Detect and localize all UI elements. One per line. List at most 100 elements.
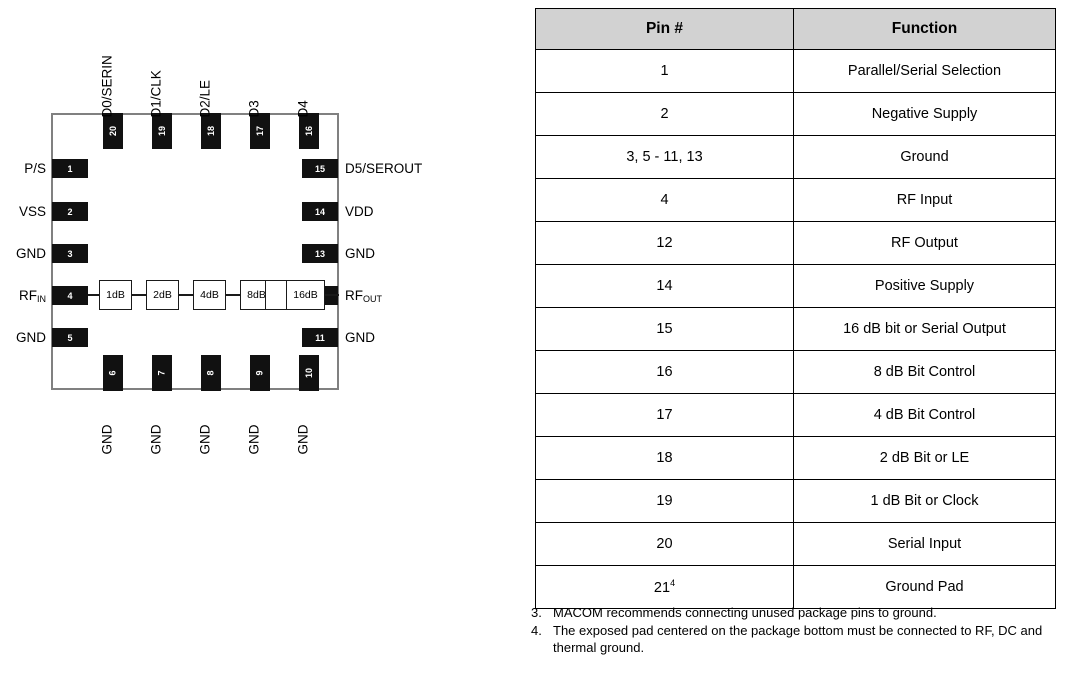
cell-pin: 4 [535,178,794,222]
cell-pin: 12 [535,221,794,265]
pin-3: 3 [52,244,88,263]
pin-9-number: 9 [254,370,265,376]
pin-11: 11 [302,328,338,347]
atten-wire-out [325,294,339,296]
footnote-4-number: 4. [531,622,542,638]
pin-17-number: 17 [254,125,265,137]
footnote-marker: 4 [670,578,676,589]
pin-10-label: GND [295,424,311,455]
pin-12-label-subscript: OUT [363,294,382,304]
table-row: 18 2 dB Bit or LE [535,436,1056,480]
chip-body-outline [51,113,339,390]
pin-19-number: 19 [156,125,167,137]
pin-function-table-container: Pin # Function 1 Parallel/Serial Selecti… [535,8,1056,609]
cell-function: Ground [793,135,1056,179]
table-row: 14 Positive Supply [535,264,1056,308]
cell-pin: 3, 5 - 11, 13 [535,135,794,179]
pin-1-number: 1 [67,163,73,174]
pin-16: 16 [299,113,319,149]
pin-1-label: P/S [24,161,46,176]
pin-16-label: D4 [295,100,311,118]
pin-9-label: GND [246,424,262,455]
pin-9: 9 [250,355,270,391]
cell-function: Positive Supply [793,264,1056,308]
pin-12-label: RFOUT [345,288,382,304]
header-function: Function [793,8,1056,50]
table-row: 16 8 dB Bit Control [535,350,1056,394]
pin-8: 8 [201,355,221,391]
table-row: 12 RF Output [535,221,1056,265]
pin-8-number: 8 [205,370,216,376]
cell-pin: 19 [535,479,794,523]
table-row: 3, 5 - 11, 13 Ground [535,135,1056,179]
pin-13-number: 13 [314,248,325,259]
table-row: 15 16 dB bit or Serial Output [535,307,1056,351]
attenuator-16db: 16dB [286,280,325,310]
pin-10: 10 [299,355,319,391]
pin-4-number: 4 [67,290,73,301]
cell-function: Parallel/Serial Selection [793,49,1056,93]
footnote-3-text: MACOM recommends connecting unused packa… [553,605,937,620]
pin-14: 14 [302,202,338,221]
cell-pin-text: 21 [653,579,671,596]
pin-7-label: GND [148,424,164,455]
footnotes-block: 3. MACOM recommends connecting unused pa… [531,604,1061,657]
cell-function: Serial Input [793,522,1056,566]
pin-2-number: 2 [67,206,73,217]
cell-function: 8 dB Bit Control [793,350,1056,394]
pin-20: 20 [103,113,123,149]
table-header-row: Pin # Function [535,8,1056,50]
atten-wire-2 [179,294,193,296]
cell-pin: 1 [535,49,794,93]
cell-pin: 18 [535,436,794,480]
pin-4-label-subscript: IN [37,294,46,304]
pin-6-label: GND [99,424,115,455]
pin-5-label: GND [16,330,46,345]
cell-pin: 2 [535,92,794,136]
cell-pin: 20 [535,522,794,566]
cell-pin-with-footnote: 214 [535,565,794,609]
pin-6-number: 6 [107,370,118,376]
cell-function: Negative Supply [793,92,1056,136]
cell-function: 16 dB bit or Serial Output [793,307,1056,351]
pin-15: 15 [302,159,338,178]
cell-pin: 16 [535,350,794,394]
cell-pin: 15 [535,307,794,351]
cell-function: Ground Pad [793,565,1056,609]
pin-12-label-text: RF [345,288,363,303]
pin-8-label: GND [197,424,213,455]
pin-20-label: D0/SERIN [99,55,115,118]
cell-function: RF Input [793,178,1056,222]
pin-5: 5 [52,328,88,347]
attenuator-4db: 4dB [193,280,226,310]
table-row: 1 Parallel/Serial Selection [535,49,1056,93]
cell-function: 2 dB Bit or LE [793,436,1056,480]
pin-1: 1 [52,159,88,178]
pin-13: 13 [302,244,338,263]
pin-2: 2 [52,202,88,221]
pin-18-number: 18 [205,125,216,137]
footnote-3-number: 3. [531,605,542,620]
pin-7: 7 [152,355,172,391]
pin-2-label: VSS [18,204,46,219]
pin-19: 19 [152,113,172,149]
atten-wire-in [88,294,99,296]
pin-15-number: 15 [314,163,325,174]
pin-function-table-body: 1 Parallel/Serial Selection 2 Negative S… [535,49,1056,609]
cell-pin: 14 [535,264,794,308]
pin-7-number: 7 [156,370,167,376]
pin-3-number: 3 [67,248,73,259]
cell-pin: 17 [535,393,794,437]
pin-15-label: D5/SEROUT [345,161,423,176]
footnote-4: 4. The exposed pad centered on the packa… [531,622,1061,657]
cell-function: 4 dB Bit Control [793,393,1056,437]
pin-11-label: GND [345,330,375,345]
attenuator-2db: 2dB [146,280,179,310]
header-pin-number: Pin # [535,8,794,50]
table-row: 2 Negative Supply [535,92,1056,136]
pin-20-number: 20 [107,125,118,137]
pin-14-number: 14 [314,206,325,217]
pin-4-label: RFIN [0,289,46,304]
atten-wire-3 [226,294,240,296]
pin-10-number: 10 [303,367,314,379]
